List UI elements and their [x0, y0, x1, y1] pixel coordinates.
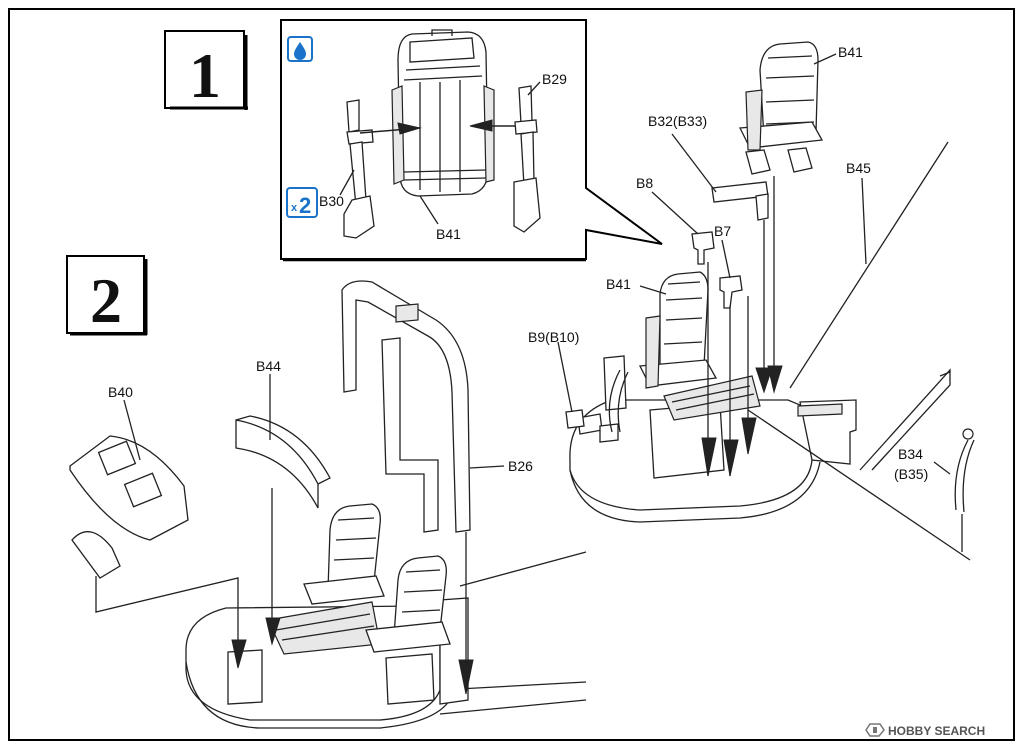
part-b8	[691, 231, 715, 265]
hobby-search-watermark: HOBBY SEARCH	[865, 723, 985, 738]
label-b41-mid: B41	[606, 276, 631, 292]
label-b34: B34	[898, 446, 923, 462]
glue-drop-icon	[287, 36, 313, 62]
left-seat-front	[365, 555, 451, 653]
hobby-search-logo-icon	[865, 723, 885, 737]
inset-bracket-b30	[343, 99, 375, 239]
bracket-b32	[711, 181, 769, 221]
right-seat-b41-top	[738, 41, 824, 175]
label-b41-top: B41	[838, 44, 863, 60]
leader-b8	[651, 191, 699, 235]
leader-b26	[469, 465, 505, 469]
leader-b41-top	[813, 53, 837, 65]
left-sidewall	[439, 551, 587, 715]
right-sidewall-b45	[789, 141, 951, 471]
leader-b40	[123, 399, 141, 461]
label-b35: (B35)	[894, 466, 928, 482]
label-b9-b10: B9(B10)	[528, 329, 579, 345]
label-b7: B7	[714, 223, 731, 239]
leader-b45	[861, 177, 867, 265]
multiplier-prefix: x	[291, 202, 298, 214]
part-b7	[719, 275, 743, 309]
diagram-frame	[8, 8, 1015, 741]
step-2-number: 2	[90, 265, 122, 336]
inset-bracket-b29	[513, 85, 541, 233]
label-b40: B40	[108, 384, 133, 400]
left-attach-arrows	[95, 488, 474, 695]
watermark-text: HOBBY SEARCH	[888, 724, 985, 738]
part-b9	[557, 341, 585, 429]
label-b44: B44	[256, 358, 281, 374]
label-b32-b33: B32(B33)	[648, 113, 707, 129]
leader-b7	[721, 239, 731, 279]
label-b26: B26	[508, 458, 533, 474]
leader-b41-mid	[639, 285, 667, 295]
multiplier-value: 2	[299, 193, 311, 218]
x2-multiplier-icon: x 2	[286, 187, 318, 218]
right-attach-arrows	[701, 176, 971, 561]
inset-attach-arrows	[359, 119, 515, 135]
label-b29: B29	[542, 71, 567, 87]
label-b8: B8	[636, 175, 653, 191]
label-b30: B30	[319, 193, 344, 209]
leader-b30	[339, 169, 355, 196]
frame-b26	[341, 280, 471, 533]
step-1-number: 1	[189, 40, 221, 111]
label-b41-inset: B41	[436, 226, 461, 242]
left-seat-rear	[303, 503, 385, 605]
part-b40	[69, 435, 189, 579]
step-2-box: 2	[66, 255, 148, 336]
leader-b34	[933, 461, 951, 475]
hose-b34	[954, 428, 975, 552]
inset-seat-b41	[391, 29, 495, 197]
step-1-box: 1	[164, 30, 248, 111]
label-b45: B45	[846, 160, 871, 176]
leader-b32	[671, 133, 717, 193]
leader-b41-inset	[419, 195, 439, 225]
panel-b44	[235, 415, 331, 509]
leader-b29	[527, 81, 541, 96]
